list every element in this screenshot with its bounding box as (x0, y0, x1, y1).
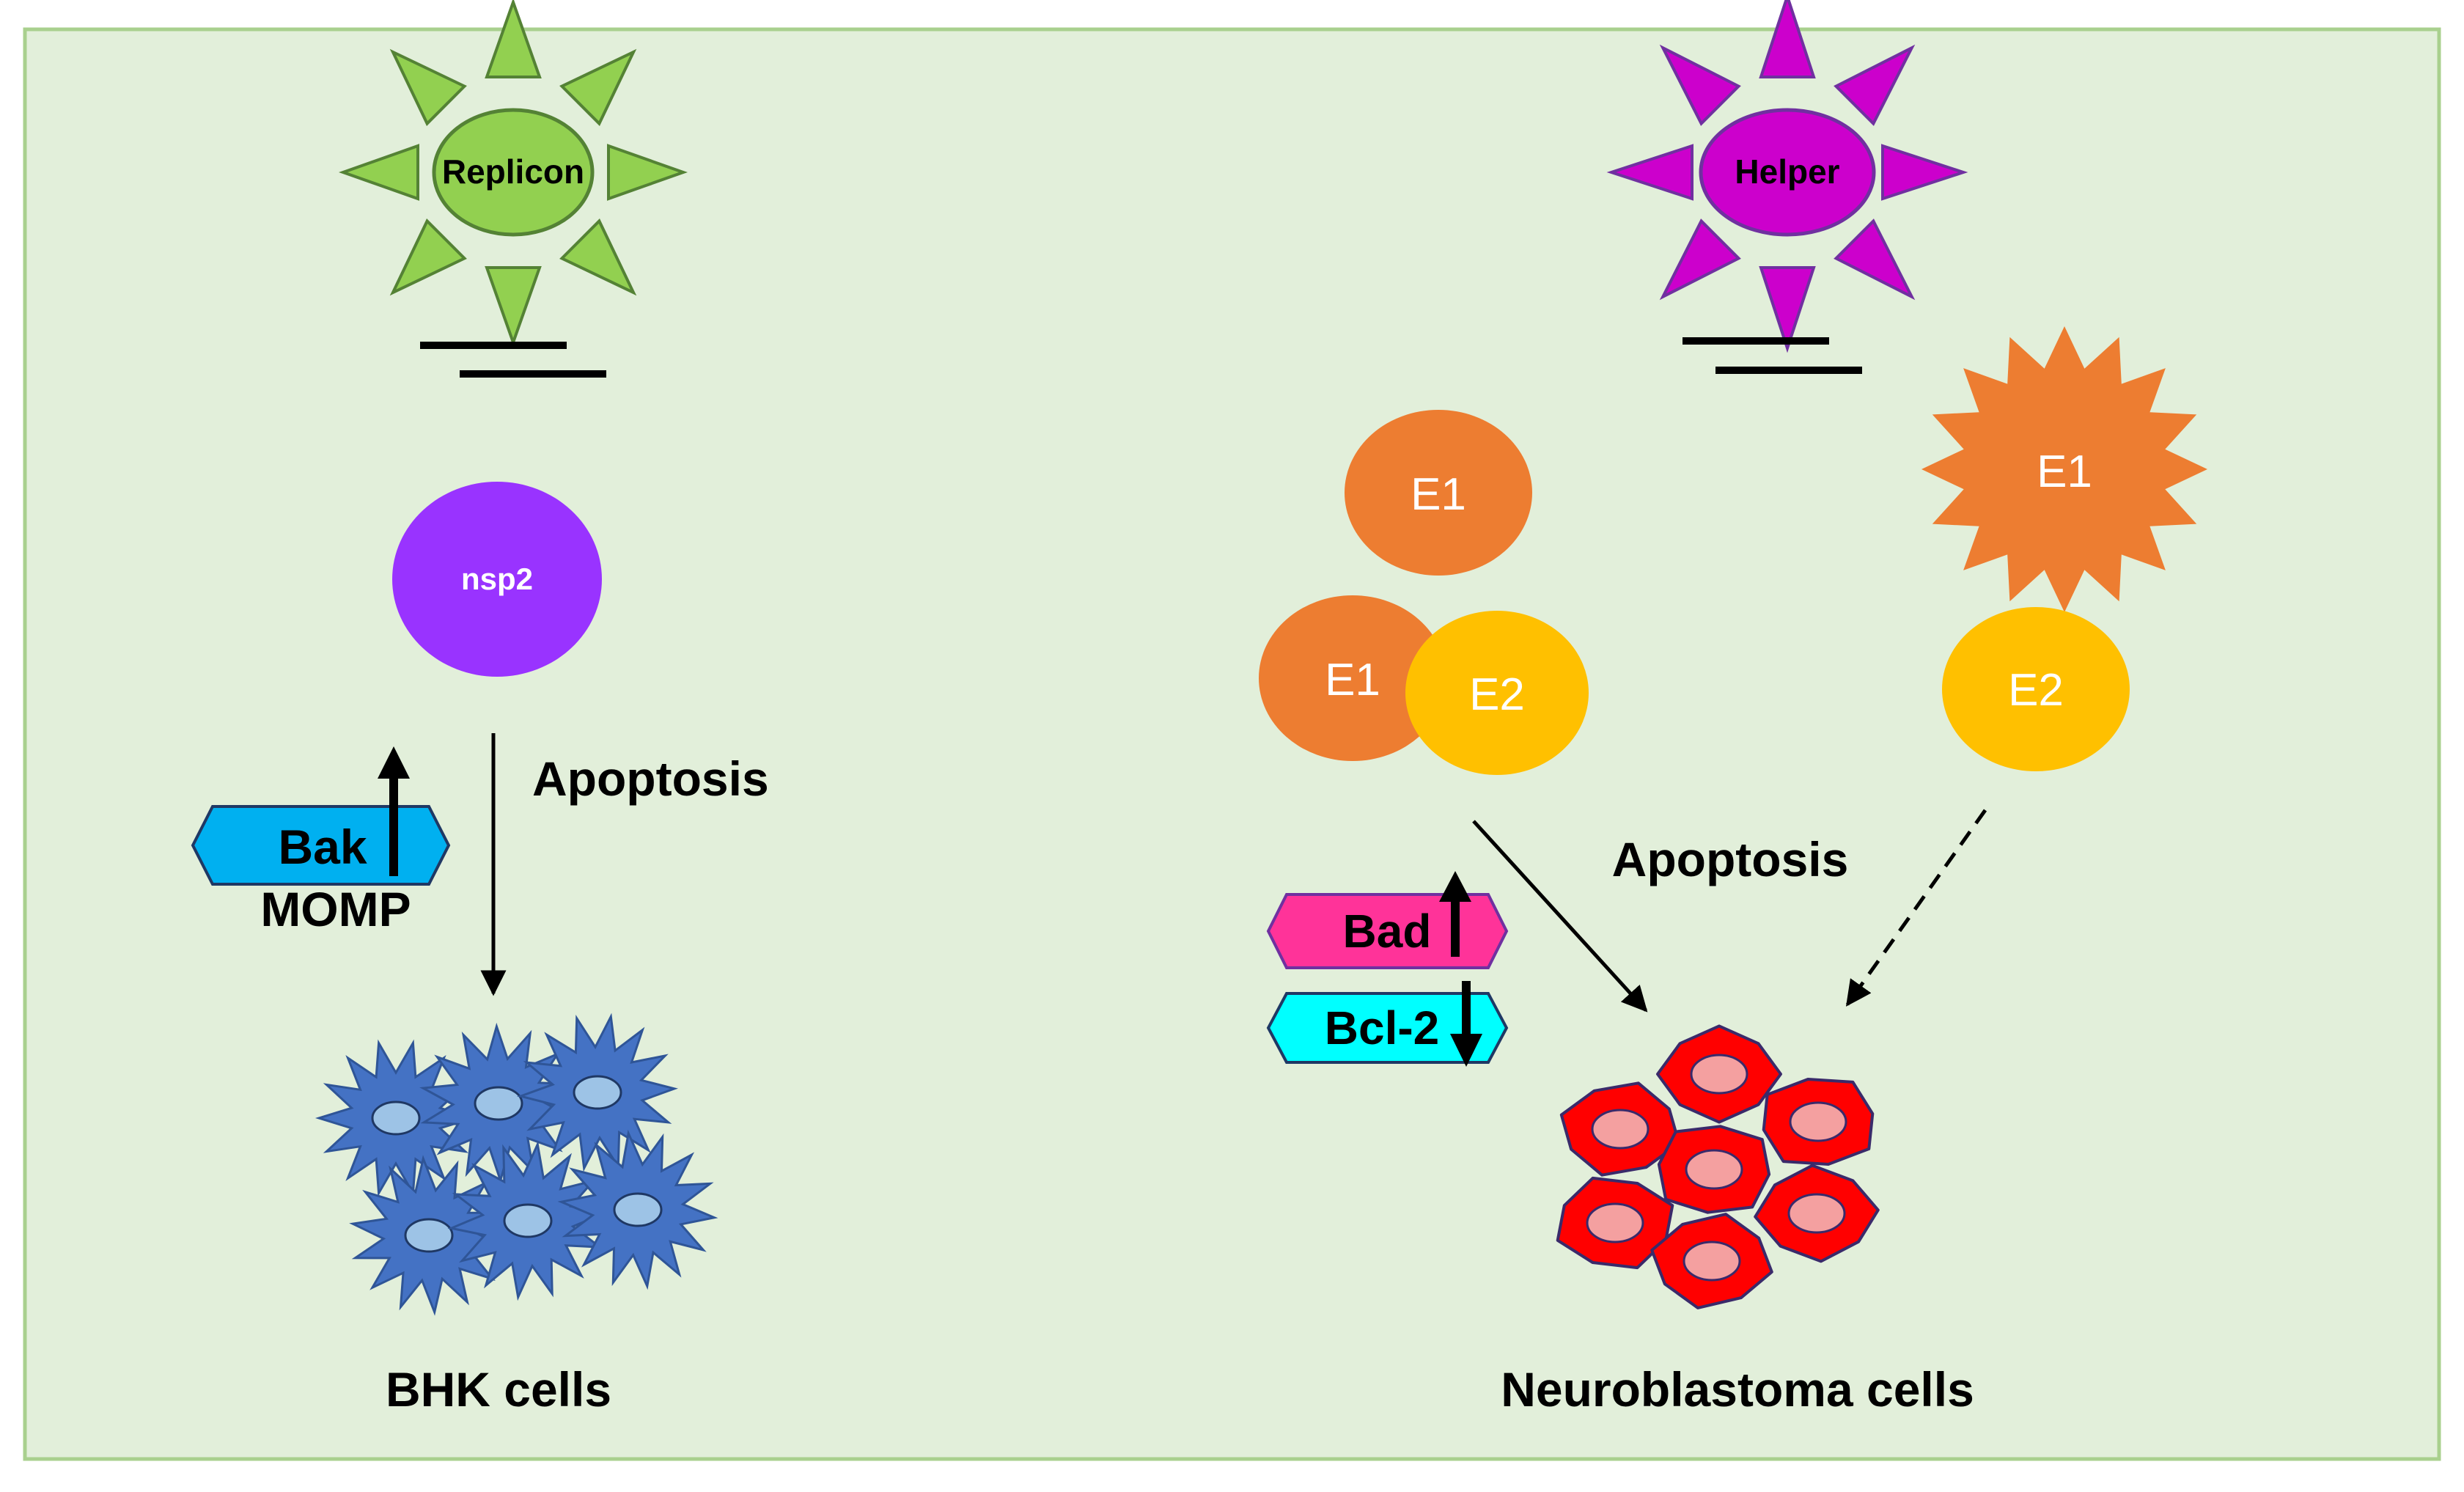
right-apoptosis-label: Apoptosis (1612, 832, 1849, 886)
nsp2-protein: nsp2 (392, 482, 602, 677)
e2-protein: E2 (1942, 607, 2130, 771)
bhk-cells-label: BHK cells (386, 1362, 611, 1416)
e1-label: E1 (1411, 469, 1466, 520)
up-arrow-icon (378, 746, 410, 876)
neuroblastoma-cell (1650, 1213, 1773, 1309)
down-arrow-icon (1450, 981, 1482, 1067)
sun-ray (1759, 266, 1816, 353)
e1-protein: E1 (1345, 410, 1532, 576)
sun-ray (1881, 144, 1968, 201)
sun-ray (1659, 44, 1741, 126)
sun-ray (1659, 218, 1741, 301)
neuroblastoma-cell (1657, 1125, 1771, 1214)
bcl2-label: Bcl-2 (1325, 1002, 1440, 1054)
sun-ray (1759, 0, 1816, 78)
sun-ray (389, 218, 467, 296)
e1-e2-complex: E1 E2 (1259, 595, 1589, 775)
sun-ray (607, 144, 688, 201)
replicon-sun-icon: Replicon (338, 0, 688, 348)
e1-complex-label: E1 (1325, 655, 1380, 705)
sun-ray (338, 144, 419, 201)
neuroblastoma-cell (1559, 1081, 1681, 1177)
e2-dashed-arrow (1845, 809, 1987, 1007)
replicon-inhibition-bars (420, 342, 606, 378)
e1-star-label: E1 (2037, 447, 2092, 497)
neuroblastoma-cell (1656, 1024, 1782, 1124)
momp-label: MOMP (260, 882, 411, 936)
sun-ray (1834, 44, 1916, 126)
helper-inhibition-bars (1682, 337, 1862, 374)
neuroblastoma-cells-cluster (1556, 1024, 1880, 1309)
sun-ray (389, 48, 467, 126)
sun-ray (559, 48, 637, 126)
bhk-cells-cluster (315, 1013, 718, 1316)
e2-complex-label: E2 (1469, 669, 1525, 720)
neuroblastoma-cell (1556, 1176, 1674, 1270)
bak-label: Bak (278, 820, 367, 874)
replicon-label: Replicon (442, 152, 584, 191)
sun-ray (1834, 218, 1916, 301)
bhk-cell (517, 1013, 678, 1172)
e1-burst-protein: E1 (1921, 326, 2207, 612)
bhk-cell (557, 1129, 718, 1290)
left-apoptosis-label: Apoptosis (532, 751, 769, 806)
neuroblastoma-cell (1762, 1078, 1875, 1166)
e2-label: E2 (2008, 665, 2064, 716)
bak-badge: Bak (191, 746, 451, 886)
sun-ray (1606, 144, 1693, 201)
bcl2-badge: Bcl-2 (1266, 981, 1509, 1067)
neuroblastoma-cells-label: Neuroblastoma cells (1501, 1362, 1974, 1416)
nsp2-label: nsp2 (461, 562, 533, 596)
helper-sun-icon: Helper (1606, 0, 1968, 353)
sun-ray (485, 0, 542, 78)
right-apoptosis-arrow (1472, 820, 1648, 1013)
up-arrow-icon (1439, 871, 1471, 957)
sun-ray (559, 218, 637, 296)
sun-ray (485, 266, 542, 348)
bhk-cell (315, 1039, 477, 1197)
bad-badge: Bad (1266, 871, 1509, 969)
helper-label: Helper (1735, 152, 1839, 191)
neuroblastoma-cell (1754, 1164, 1880, 1263)
bad-label: Bad (1343, 905, 1432, 958)
